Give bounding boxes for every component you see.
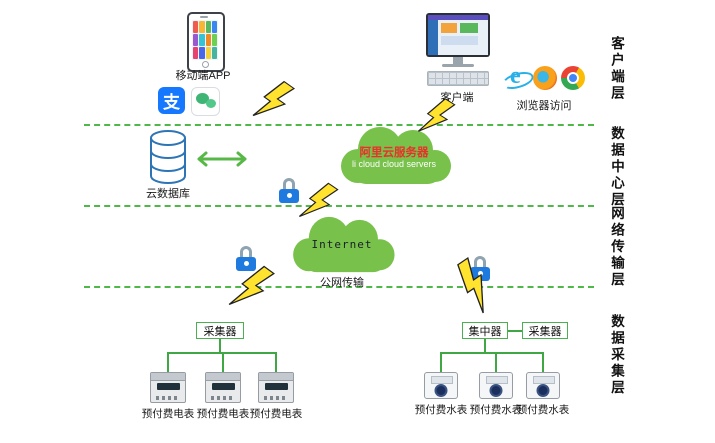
bidirectional-arrow-icon [196,149,248,169]
water-meter-icon [424,372,458,399]
keyboard-icon [427,71,489,86]
lightning-bolt-icon [448,254,502,316]
electric-meter-icon [150,372,186,403]
connector-line [275,352,277,372]
collector-box-right: 采集器 [522,322,568,339]
phone-screen [192,20,218,60]
layer-divider-3 [84,286,594,288]
lightning-bolt-icon [249,75,299,130]
lightning-bolt-icon [225,259,279,319]
connector-line [508,330,522,332]
lock-icon [470,256,490,281]
connector-line [495,352,497,372]
layer-label-collection: 数据采集层 [609,314,624,397]
connector-line [167,352,169,372]
desktop-screen [428,15,488,55]
lock-icon [236,246,256,271]
electric-meter-label: 预付费电表 [196,408,250,420]
desktop-computer-icon [426,13,490,57]
browser-access-label: 浏览器访问 [516,100,572,112]
layer-divider-2 [84,205,594,207]
smartphone-icon [187,12,225,72]
chrome-browser-icon [561,66,585,90]
connector-line [484,339,486,352]
connector-line [440,352,442,372]
layer-divider-1 [84,124,594,126]
connector-line [542,352,544,372]
ali-cloud-shape: 阿里云服务器 li cloud cloud servers [330,124,458,190]
electric-meter-icon [205,372,241,403]
ali-cloud-subtitle: li cloud cloud servers [351,159,437,169]
phone-home-button [202,61,209,68]
layer-label-client: 客户端层 [609,36,624,102]
firefox-browser-icon [533,66,557,90]
connector-line [219,339,221,352]
internet-cloud-shape: Internet [283,214,401,278]
phone-speaker [200,16,208,18]
monitor-stand [453,57,463,64]
ie-glyph: e [510,63,521,89]
ie-browser-icon: e [505,63,529,90]
water-meter-label: 预付费水表 [516,404,570,416]
alipay-icon: 支 [158,87,185,114]
wechat-icon [191,87,220,116]
lightning-bolt-icon [295,177,341,229]
mobile-app-label: 移动端APP [175,70,231,82]
alipay-glyph: 支 [163,93,180,112]
water-meter-icon [479,372,513,399]
monitor-base [442,64,474,67]
public-transmission-label: 公网传输 [320,277,364,289]
water-meter-icon [526,372,560,399]
electric-meter-label: 预付费电表 [141,408,195,420]
electric-meter-icon [258,372,294,403]
water-meter-label: 预付费水表 [414,404,468,416]
database-icon [148,129,188,185]
lightning-bolt-icon [414,93,459,144]
collector-box-left: 采集器 [196,322,244,339]
lock-icon [279,178,299,203]
connector-line [440,352,544,354]
ali-cloud-title: 阿里云服务器 [359,147,429,159]
connector-line [222,352,224,372]
layer-label-network: 网络传输层 [609,206,624,289]
cloud-db-label: 云数据库 [146,188,190,200]
internet-label: Internet [311,238,373,251]
layer-label-datacenter: 数据中心层 [609,126,624,209]
concentrator-box: 集中器 [462,322,508,339]
electric-meter-label: 预付费电表 [249,408,303,420]
water-meter-label: 预付费水表 [469,404,523,416]
